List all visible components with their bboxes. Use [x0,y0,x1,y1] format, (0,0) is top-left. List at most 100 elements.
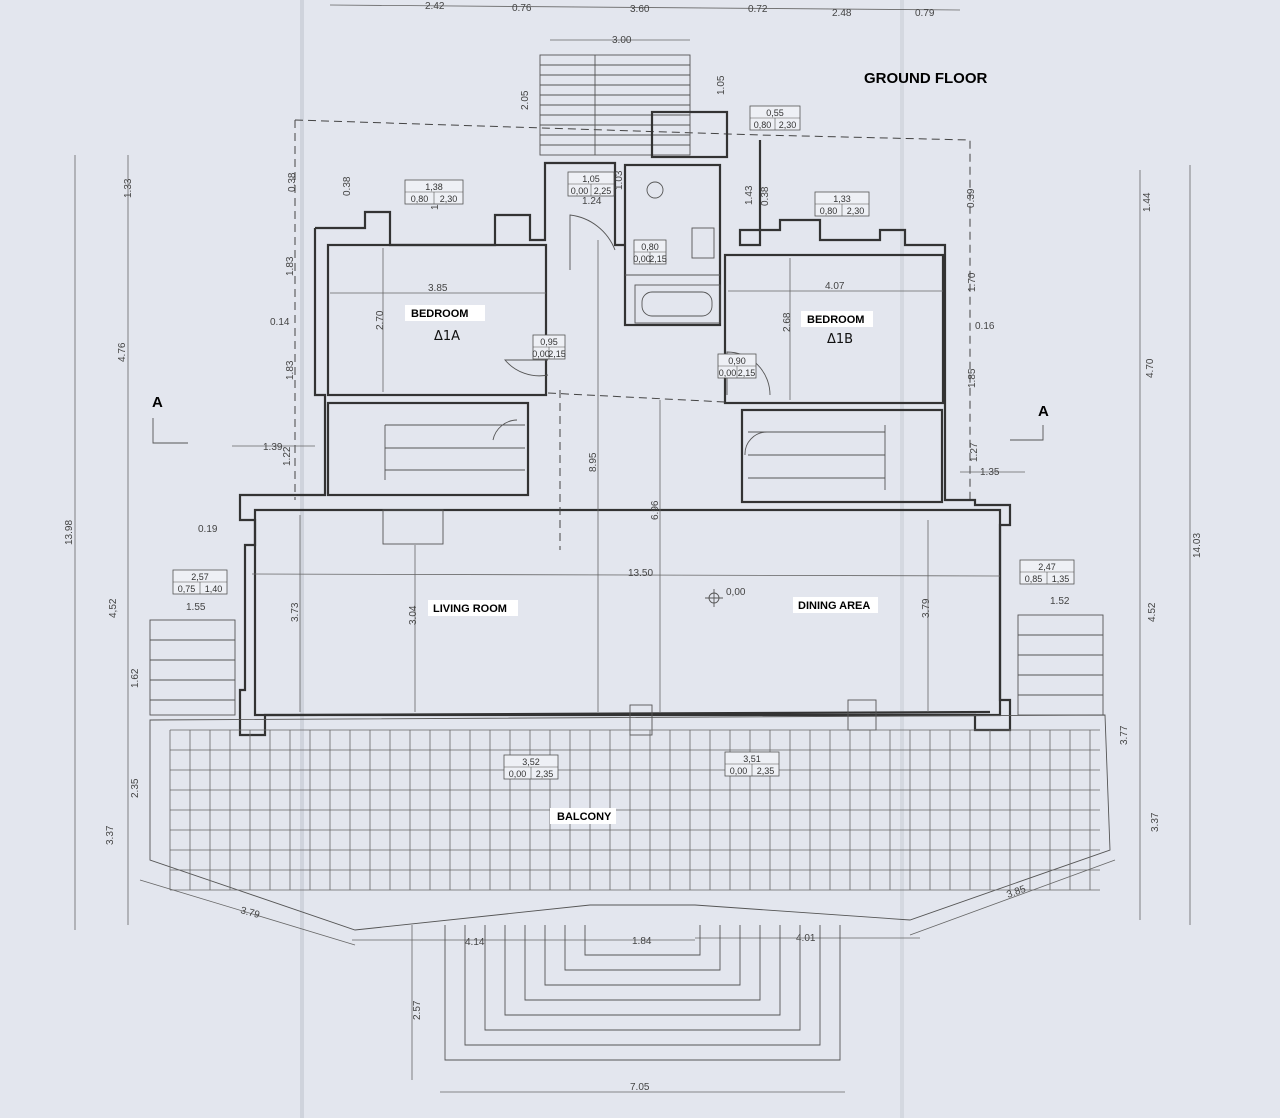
room-bedroom-b: BEDROOM Δ1B [801,311,873,347]
dim-170: 1.70 [967,272,978,292]
dim-143: 1.43 [744,185,755,205]
opening-width: 0,95 [540,337,558,347]
section-right-label: A [1038,403,1049,420]
dim-162: 1.62 [130,668,141,688]
opening-sill: 0,00 [730,766,748,776]
opening-sill: 0,80 [820,206,838,216]
opening-head: 2,30 [440,194,458,204]
dim-right-337: 3.37 [1150,812,1161,832]
opening-tag-door-bath: 0,80 0,002,15 [633,239,667,265]
front-steps: 2.57 7.05 [411,925,845,1093]
opening-tag-door-bed-a: 0,950,002,15 [532,334,566,360]
living-room-label: LIVING ROOM [433,603,507,615]
dim-left-476: 4.76 [117,342,128,362]
room-dining: DINING AREA [793,597,878,613]
dim-304: 3.04 [408,605,419,625]
opening-tag-w-bed-a: 1,38 0,80 2,30 [404,179,464,205]
room-bedroom-a: BEDROOM Δ1A [405,305,485,344]
dim-bed-b-width: 4.07 [825,281,845,292]
dim-039: 0.39 [966,188,977,208]
opening-head: 2,15 [649,254,667,264]
dim-stair-depth: 2.05 [520,90,531,110]
section-left-label: A [152,394,163,411]
door-swings [492,214,771,456]
opening-width: 0,80 [641,242,659,252]
dim-895: 8.95 [588,452,599,472]
bathroom [623,163,722,327]
level-marker: 0,00 [705,587,746,607]
opening-sill: 0,00 [719,368,737,378]
balcony-label: BALCONY [557,811,612,823]
opening-head: 2,35 [757,766,775,776]
opening-head: 2,15 [548,349,566,359]
dim-038-left: 0.38 [342,176,353,196]
top-stairs: 3.00 2.05 1.05 [520,35,729,159]
dim-left-235: 2.35 [130,778,141,798]
top-dim-1: 2.42 [425,1,445,12]
opening-sill: 0,00 [571,186,589,196]
opening-tag-w-left: 2,57 0,75 1,40 [172,569,228,595]
opening-head: 1,40 [205,584,223,594]
dim-right-144: 1.44 [1142,192,1153,212]
opening-sill: 0,80 [411,194,429,204]
top-dimension-chain: 2.42 0.76 3.60 0.72 2.48 0.79 [329,1,961,19]
opening-sill: 0,00 [509,769,527,779]
top-dim-6: 0.79 [915,8,935,19]
dim-016: 0.16 [975,321,995,332]
top-dim-2: 0.76 [512,3,532,14]
dim-left-337: 3.37 [105,825,116,845]
right-dimensions: 1.44 4.70 14.03 4.52 3.77 3.37 [1119,165,1203,925]
bedroom-a-label: BEDROOM [411,308,468,320]
dim-right-470: 4.70 [1145,358,1156,378]
opening-sill: 0,00 [633,254,651,264]
dim-139: 1.39 [263,442,283,453]
opening-width: 0,55 [766,108,784,118]
dim-bal-401: 4.01 [796,933,816,944]
bedroom-b-id: Δ1B [827,332,853,347]
dim-left-1398: 13.98 [64,520,75,545]
dim-135: 1.35 [980,467,1000,478]
dim-183-b: 1.83 [285,360,296,380]
dim-stair-width: 3.00 [612,35,632,46]
dim-696: 6.96 [650,500,661,520]
dim-103: 1.03 [614,170,625,190]
dim-right-452: 4.52 [1147,602,1158,622]
room-living: LIVING ROOM [428,600,518,616]
balcony: BALCONY [149,714,1111,931]
roof-outline [294,119,971,500]
opening-width: 2,47 [1038,562,1056,572]
opening-sill: 0,80 [754,120,772,130]
top-dim-4: 0.72 [748,4,768,15]
left-dimensions: 1.33 4.76 13.98 4,52 1.62 2.35 3.37 [64,155,141,930]
dim-step-257: 2.57 [412,1000,423,1020]
opening-head: 2,35 [536,769,554,779]
dim-183-a: 1.83 [285,256,296,276]
opening-width: 3,52 [522,757,540,767]
opening-head: 2,25 [594,186,612,196]
opening-width: 1,05 [582,174,600,184]
opening-head: 2,30 [847,206,865,216]
dim-152: 1.52 [1050,596,1070,607]
opening-tag-door-bal-l: 3,52 0,00 2,35 [503,754,559,780]
opening-head: 2,30 [779,120,797,130]
dim-124: 1.24 [582,196,602,207]
opening-width: 1,38 [425,182,443,192]
dim-122: 1.22 [282,446,293,466]
opening-sill: 0,75 [178,584,196,594]
section-marker-left: A [152,394,188,444]
dim-left-452: 4,52 [108,598,119,618]
dim-bal-379: 3.79 [239,905,261,921]
dim-left-133: 1.33 [123,178,134,198]
opening-width: 2,57 [191,572,209,582]
opening-tag-w-bath: 1,05 0,00 2,25 [567,171,615,197]
section-marker-right: A [1010,403,1049,441]
dim-377: 3.77 [1119,725,1130,745]
dim-bed-a-width: 3.85 [428,283,448,294]
interior-stairs-right [748,425,886,490]
plan-title: GROUND FLOOR [864,70,987,87]
